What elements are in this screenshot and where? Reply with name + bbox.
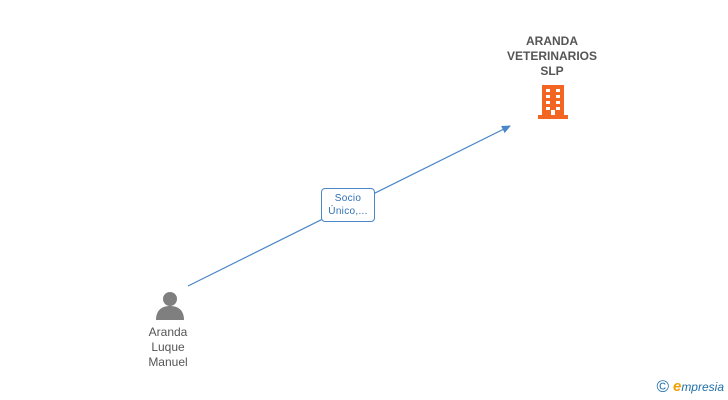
brand-logo: empresia <box>673 378 724 396</box>
brand-rest: mpresia <box>681 380 724 394</box>
person-name-line: Aranda <box>148 325 188 339</box>
person-icon[interactable] <box>155 290 185 320</box>
empresia-watermark[interactable]: © empresia <box>656 378 724 396</box>
brand-initial: e <box>672 378 682 395</box>
company-name-line: SLP <box>540 64 564 78</box>
company-name[interactable]: ARANDA VETERINARIOS SLP <box>492 34 612 79</box>
copyright-icon: © <box>656 377 669 396</box>
relation-label[interactable]: Socio Único,... <box>321 188 375 222</box>
company-name-line: ARANDA <box>526 34 578 48</box>
relation-label-line: Único,... <box>328 206 368 217</box>
person-name-line: Manuel <box>148 355 188 369</box>
building-icon[interactable] <box>537 84 569 120</box>
person-name[interactable]: Aranda Luque Manuel <box>128 325 208 370</box>
company-name-line: VETERINARIOS <box>506 49 597 63</box>
person-name-line: Luque <box>151 340 185 354</box>
relation-label-line: Socio <box>334 193 362 204</box>
